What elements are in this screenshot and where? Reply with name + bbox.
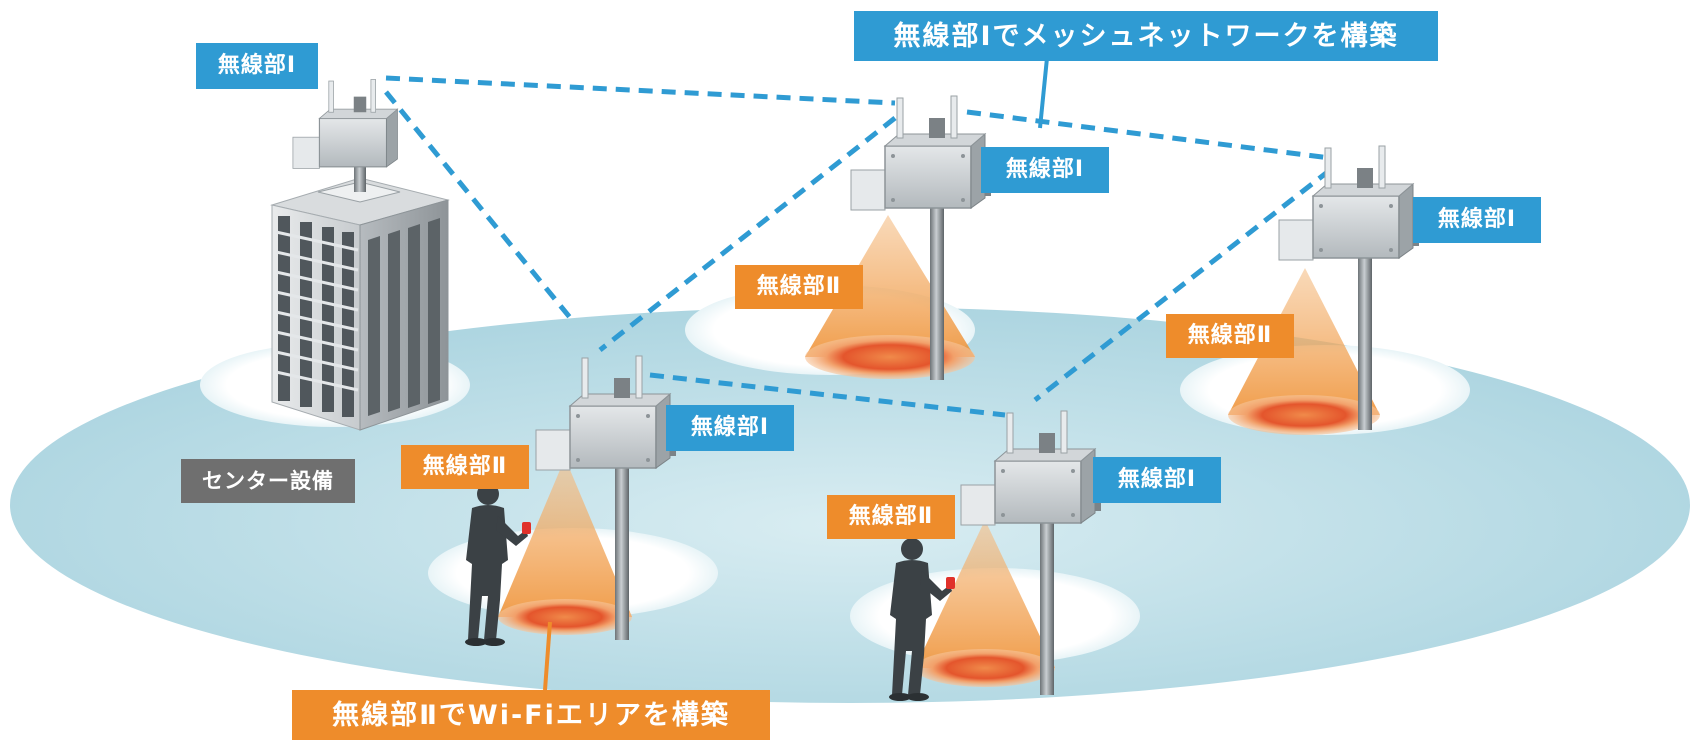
mesh-links	[384, 75, 1332, 418]
radio-unit-icon	[292, 79, 399, 169]
label-radio1-unit-b: 無線部Ⅰ	[981, 147, 1109, 193]
office-building-icon	[270, 130, 450, 431]
label-radio2-unit-d: 無線部Ⅱ	[401, 445, 529, 489]
mesh-callout-connector	[1038, 57, 1049, 129]
wifi-cone-icon	[915, 520, 1055, 687]
label-radio2-unit-b: 無線部Ⅱ	[735, 265, 863, 309]
label-radio1-unit-d: 無線部Ⅰ	[666, 405, 794, 451]
label-radio2-unit-c: 無線部Ⅱ	[1166, 314, 1294, 358]
callout-mesh-network: 無線部Ⅰでメッシュネットワークを構築	[854, 11, 1438, 61]
wifi-callout-connector	[543, 621, 552, 691]
wifi-cone-icon	[498, 458, 632, 635]
label-radio1-unit-c: 無線部Ⅰ	[1413, 197, 1541, 243]
label-radio1-building: 無線部Ⅰ	[196, 43, 318, 89]
label-radio1-unit-e: 無線部Ⅰ	[1093, 457, 1221, 503]
label-radio2-unit-e: 無線部Ⅱ	[827, 495, 955, 539]
label-center-equipment: センター設備	[181, 459, 355, 503]
wifi-cone-icon	[1228, 268, 1380, 435]
callout-wifi-area: 無線部ⅡでWi-Fiエリアを構築	[292, 690, 770, 740]
